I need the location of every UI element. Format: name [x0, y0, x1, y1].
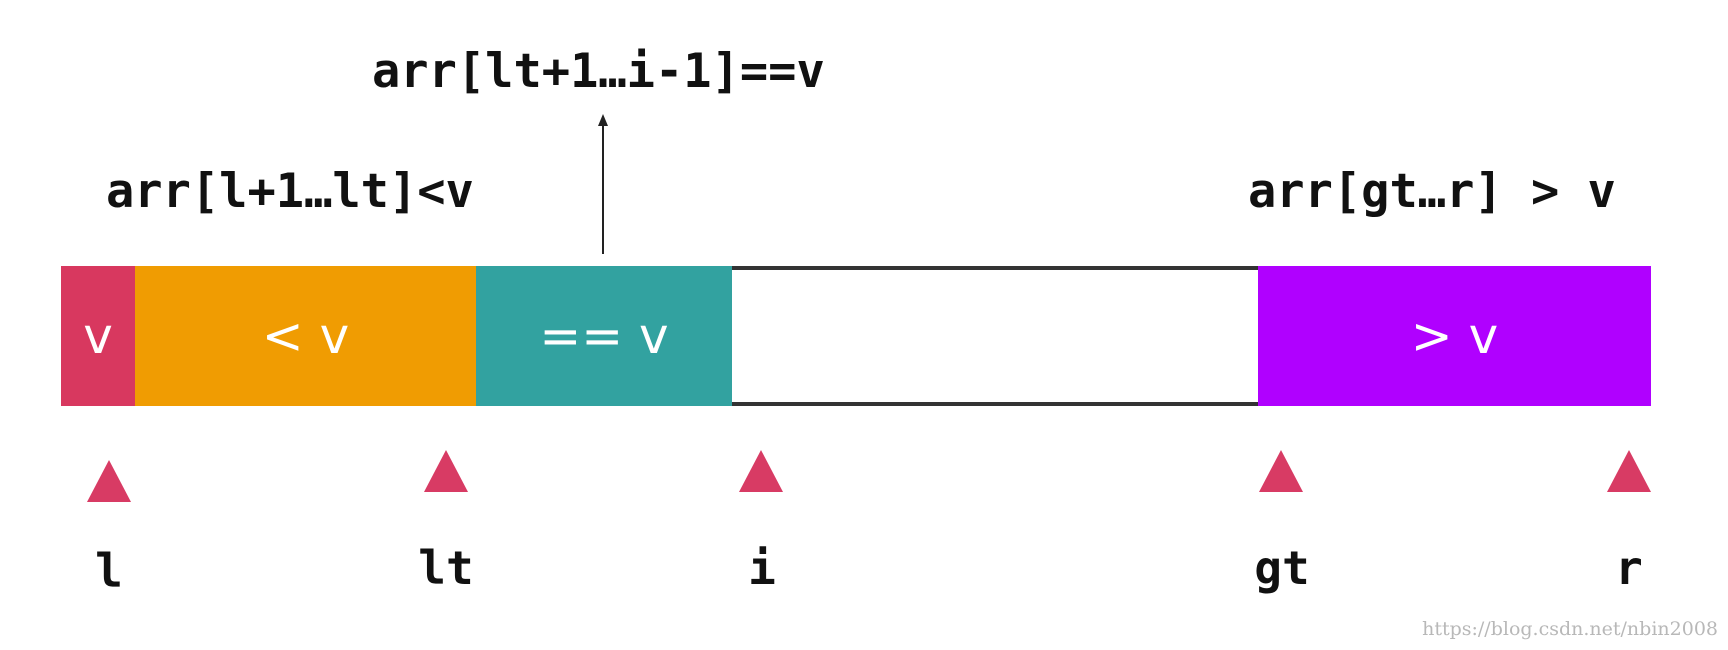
pointer-i-marker [739, 450, 783, 492]
annotation-arrow-head [598, 114, 608, 126]
pivot-segment: v [61, 266, 135, 406]
pointer-r-marker [1607, 450, 1651, 492]
equal-region-annotation: arr[lt+1…i-1]==v [372, 44, 825, 99]
equal-segment: == v [476, 266, 732, 406]
pointer-lt-label: lt [418, 541, 474, 595]
pointer-gt-marker [1259, 450, 1303, 492]
equal-segment-label: == v [539, 307, 669, 365]
pointer-l-label: l [95, 544, 123, 598]
annotation-arrow-line [602, 120, 604, 254]
pointer-i-label: i [748, 541, 776, 595]
pointer-gt-label: gt [1254, 541, 1310, 595]
less-than-segment-label: < v [261, 307, 350, 365]
less-than-segment: < v [135, 266, 476, 406]
greater-region-annotation: arr[gt…r] > v [1248, 164, 1616, 219]
pivot-segment-label: v [83, 307, 113, 365]
unprocessed-segment [732, 266, 1258, 406]
greater-than-segment: > v [1258, 266, 1651, 406]
pointer-lt-marker [424, 450, 468, 492]
pointer-r-label: r [1615, 541, 1643, 595]
pointer-l-marker [87, 460, 131, 502]
watermark: https://blog.csdn.net/nbin2008 [1422, 618, 1718, 640]
greater-than-segment-label: > v [1410, 307, 1499, 365]
less-region-annotation: arr[l+1…lt]<v [106, 164, 474, 219]
